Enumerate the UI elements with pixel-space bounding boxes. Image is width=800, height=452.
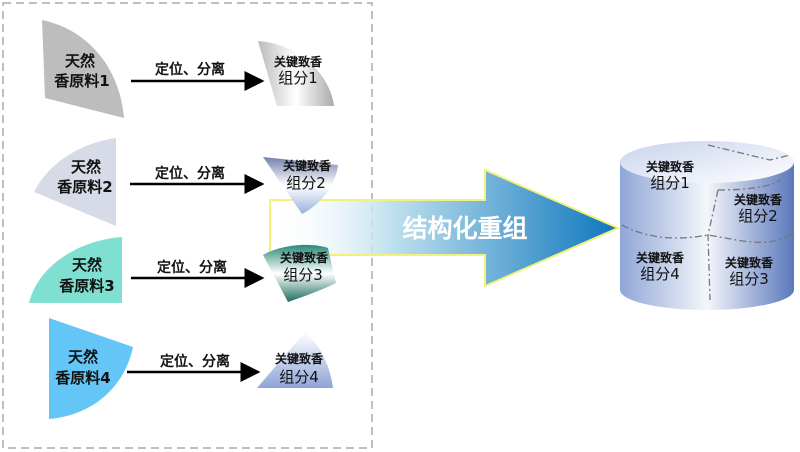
source-label: 天然	[68, 348, 98, 366]
component-label: 组分2	[286, 174, 326, 192]
source-shape-1	[42, 20, 124, 118]
restructure-arrow: 结构化重组	[269, 168, 621, 288]
source-label: 天然	[71, 158, 101, 176]
source-shape-4	[49, 318, 133, 419]
cylinder-component-2-label: 关键致香	[734, 192, 782, 207]
component-cylinder: 关键致香 组分1 关键致香 组分2 关键致香 组分3 关键致香 组分4	[620, 141, 795, 310]
component-label: 关键致香	[275, 351, 323, 366]
source-label: 天然	[65, 52, 95, 70]
source-label: 天然	[72, 256, 102, 274]
source-shape-2	[34, 138, 116, 226]
component-shape-3	[263, 244, 336, 302]
row-1: 天然 香原料1 定位、分离 关键致香 组分1	[42, 20, 334, 118]
cylinder-component-4-label: 组分4	[640, 265, 680, 283]
cylinder-component-3-label: 关键致香	[725, 255, 773, 270]
process-label: 定位、分离	[157, 259, 227, 276]
source-label: 香原料2	[57, 178, 112, 196]
cylinder-component-3-label: 组分3	[729, 270, 769, 288]
cylinder-component-1-label: 关键致香	[646, 159, 694, 174]
cylinder-component-2-label: 组分2	[738, 207, 778, 225]
source-label: 香原料3	[59, 277, 114, 295]
component-label: 关键致香	[274, 54, 322, 69]
component-label: 组分3	[283, 266, 323, 284]
component-shape-1	[258, 41, 334, 106]
process-label: 定位、分离	[155, 165, 225, 182]
component-label: 关键致香	[283, 158, 331, 173]
source-shape-3	[29, 237, 122, 303]
cylinder-component-4-label: 关键致香	[636, 250, 684, 265]
component-label: 组分4	[279, 368, 319, 386]
component-label: 关键致香	[280, 250, 328, 265]
cylinder-component-1-label: 组分1	[650, 174, 690, 192]
row-2: 天然 香原料2 定位、分离 关键致香 组分2	[34, 138, 338, 226]
process-label: 定位、分离	[160, 353, 230, 370]
component-shape-4	[257, 332, 333, 388]
row-3: 天然 香原料3 定位、分离 关键致香 组分3	[29, 237, 336, 303]
source-label: 香原料4	[55, 369, 110, 387]
component-shape-2	[263, 157, 338, 214]
process-label: 定位、分离	[155, 61, 225, 78]
source-label: 香原料1	[54, 72, 109, 90]
row-4: 天然 香原料4 定位、分离 关键致香 组分4	[49, 318, 333, 419]
component-label: 组分1	[278, 69, 318, 87]
restructure-label: 结构化重组	[402, 214, 527, 243]
